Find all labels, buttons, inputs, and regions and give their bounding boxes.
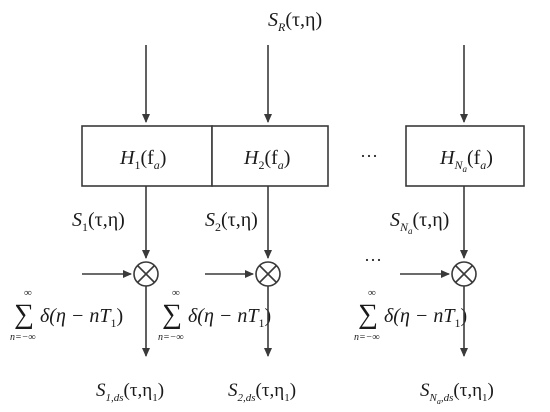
filter-box-3 xyxy=(405,125,525,187)
input-signal-label: SR(τ,η) xyxy=(268,9,322,34)
multiplier-ellipsis: ··· xyxy=(364,250,382,270)
svg-text:δ(η − nT1): δ(η − nT1) xyxy=(40,305,123,330)
filter-output-label-1: S1(τ,η) xyxy=(72,209,125,234)
final-output-label-1: S1,ds(τ,η1) xyxy=(96,380,164,404)
multiplier-3 xyxy=(451,261,477,287)
final-output-label-2: S2,ds(τ,η1) xyxy=(228,380,296,404)
svg-text:n=−∞: n=−∞ xyxy=(158,332,184,343)
svg-text:∑: ∑ xyxy=(162,299,182,330)
filter-label-1: H1(fa) xyxy=(119,147,166,172)
filter-label-3: HNa(fa) xyxy=(439,147,493,174)
filter-box-2 xyxy=(211,125,329,187)
filter-output-label-3: SNa(τ,η) xyxy=(390,209,449,236)
filter-ellipsis: ··· xyxy=(360,146,378,166)
svg-text:∞: ∞ xyxy=(368,287,376,299)
sampling-term-2: ∞ ∑ n=−∞ δ(η − nT1) xyxy=(158,287,271,343)
multiplier-2 xyxy=(255,261,281,287)
filter-box-1 xyxy=(81,125,213,187)
svg-text:∞: ∞ xyxy=(24,287,32,299)
svg-text:∞: ∞ xyxy=(172,287,180,299)
multiplier-1 xyxy=(133,261,159,287)
svg-text:∑: ∑ xyxy=(14,299,34,330)
svg-text:n=−∞: n=−∞ xyxy=(10,332,36,343)
filter-label-2: H2(fa) xyxy=(243,147,290,172)
svg-text:∑: ∑ xyxy=(358,299,378,330)
final-output-label-3: SNa,ds(τ,η1) xyxy=(420,380,494,406)
svg-text:δ(η − nT1): δ(η − nT1) xyxy=(384,305,467,330)
sampling-term-3: ∞ ∑ n=−∞ δ(η − nT1) xyxy=(354,287,467,343)
sampling-term-1: ∞ ∑ n=−∞ δ(η − nT1) xyxy=(10,287,123,343)
filter-output-label-2: S2(τ,η) xyxy=(205,209,258,234)
svg-text:δ(η − nT1): δ(η − nT1) xyxy=(188,305,271,330)
svg-text:n=−∞: n=−∞ xyxy=(354,332,380,343)
